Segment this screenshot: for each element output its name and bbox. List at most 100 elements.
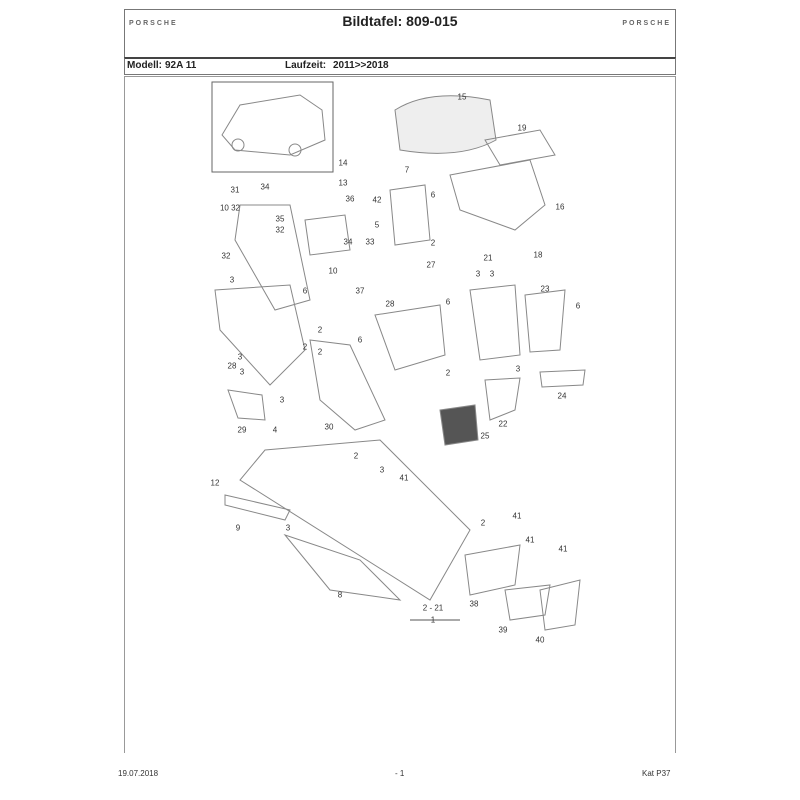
part-23 (524, 289, 566, 353)
page-title: Bildtafel: 809-015 (342, 13, 458, 29)
callout-number: 14 (338, 158, 348, 168)
bracket-38 (464, 544, 521, 596)
callout-number: 21 (483, 253, 493, 263)
callout-number: 1 (430, 615, 436, 625)
callout-number: 6 (357, 335, 363, 345)
callout-number: 15 (457, 92, 467, 102)
callout-number: 24 (557, 391, 567, 401)
callout-number: 2 (430, 238, 436, 248)
callout-number: 18 (533, 250, 543, 260)
callout-number: 10 32 (219, 203, 241, 213)
model-label: Modell: (127, 60, 162, 71)
callout-number: 35 (275, 214, 285, 224)
model-bar: Modell: 92A 11 Laufzeit: 2011>>2018 (124, 57, 676, 75)
callout-number: 41 (525, 535, 535, 545)
switch-panel-33 (304, 214, 351, 256)
callout-number: 8 (337, 590, 343, 600)
part-16 (449, 159, 546, 231)
vehicle-wheel (231, 138, 245, 152)
callout-number: 3 (239, 367, 245, 377)
trim-panel-31 (234, 204, 311, 311)
header: PORSCHE Bildtafel: 809-015 PORSCHE (124, 9, 676, 58)
callout-number: 3 (489, 269, 495, 279)
cupholder-part (389, 184, 431, 246)
part-19 (484, 129, 556, 166)
callout-number: 33 (365, 237, 375, 247)
callout-number: 22 (498, 419, 508, 429)
vehicle-wheel (288, 143, 302, 157)
callout-number: 12 (210, 478, 220, 488)
part-8 (283, 533, 402, 601)
callout-number: 2 (302, 342, 308, 352)
center-console-1 (239, 439, 471, 601)
callout-number: 13 (338, 178, 348, 188)
callout-number: 23 (540, 284, 550, 294)
callout-number: 32 (275, 225, 285, 235)
callout-number: 5 (374, 220, 380, 230)
porsche-logo-right: PORSCHE (622, 20, 671, 27)
callout-number: 16 (555, 202, 565, 212)
callout-number: 40 (535, 635, 545, 645)
callout-number: 36 (345, 194, 355, 204)
callout-number: 6 (430, 190, 436, 200)
bracket-40 (539, 579, 581, 631)
part-9 (224, 494, 291, 521)
bracket-39 (504, 584, 551, 621)
callout-number: 3 (475, 269, 481, 279)
callout-number: 38 (469, 599, 479, 609)
part-21 (469, 284, 521, 361)
callout-number: 3 (237, 352, 243, 362)
callout-number: 41 (512, 511, 522, 521)
callout-number: 9 (235, 523, 241, 533)
footer-catalog: Kat P37 (642, 769, 671, 778)
vent-25 (439, 404, 479, 446)
callout-number: 25 (480, 431, 490, 441)
callout-number: 3 (379, 465, 385, 475)
porsche-logo-left: PORSCHE (129, 20, 178, 27)
callout-number: 3 (285, 523, 291, 533)
callout-number: 37 (355, 286, 365, 296)
callout-number: 2 (317, 347, 323, 357)
callout-number: 6 (302, 286, 308, 296)
runtime-label: Laufzeit: (285, 60, 327, 71)
callout-number: 34 (343, 237, 353, 247)
callout-number: 2 (353, 451, 359, 461)
part-24 (539, 369, 586, 388)
callout-number: 2 (445, 368, 451, 378)
callout-number: 41 (399, 473, 409, 483)
callout-number: 19 (517, 123, 527, 133)
callout-number: 6 (575, 301, 581, 311)
callout-number: 39 (498, 625, 508, 635)
callout-number: 31 (230, 185, 240, 195)
callout-number: 28 (385, 299, 395, 309)
vehicle-thumbnail (221, 94, 326, 156)
callout-number: 2 - 21 (422, 603, 444, 613)
vehicle-thumbnail-box (211, 81, 334, 173)
callout-number: 10 (328, 266, 338, 276)
part-22 (484, 377, 521, 421)
callout-number: 42 (372, 195, 382, 205)
callout-number: 4 (272, 425, 278, 435)
callout-number: 2 (480, 518, 486, 528)
callout-number: 30 (324, 422, 334, 432)
callout-number: 32 (221, 251, 231, 261)
callout-number: 29 (237, 425, 247, 435)
trim-30 (309, 339, 386, 431)
callout-number: 2 (317, 325, 323, 335)
callout-number: 34 (260, 182, 270, 192)
footer-page: - 1 (395, 769, 405, 778)
callout-number: 7 (404, 165, 410, 175)
callout-number: 3 (515, 364, 521, 374)
callout-number: 28 (227, 361, 237, 371)
callout-number: 3 (279, 395, 285, 405)
callout-number: 27 (426, 260, 436, 270)
model-value: 92A 11 (165, 60, 197, 71)
callout-number: 6 (445, 297, 451, 307)
callout-number: 41 (558, 544, 568, 554)
runtime-value: 2011>>2018 (333, 60, 389, 71)
footer-date: 19.07.2018 (118, 769, 159, 778)
armrest-part (394, 95, 497, 154)
storage-box-26 (374, 304, 446, 371)
diagram-frame (124, 76, 676, 753)
